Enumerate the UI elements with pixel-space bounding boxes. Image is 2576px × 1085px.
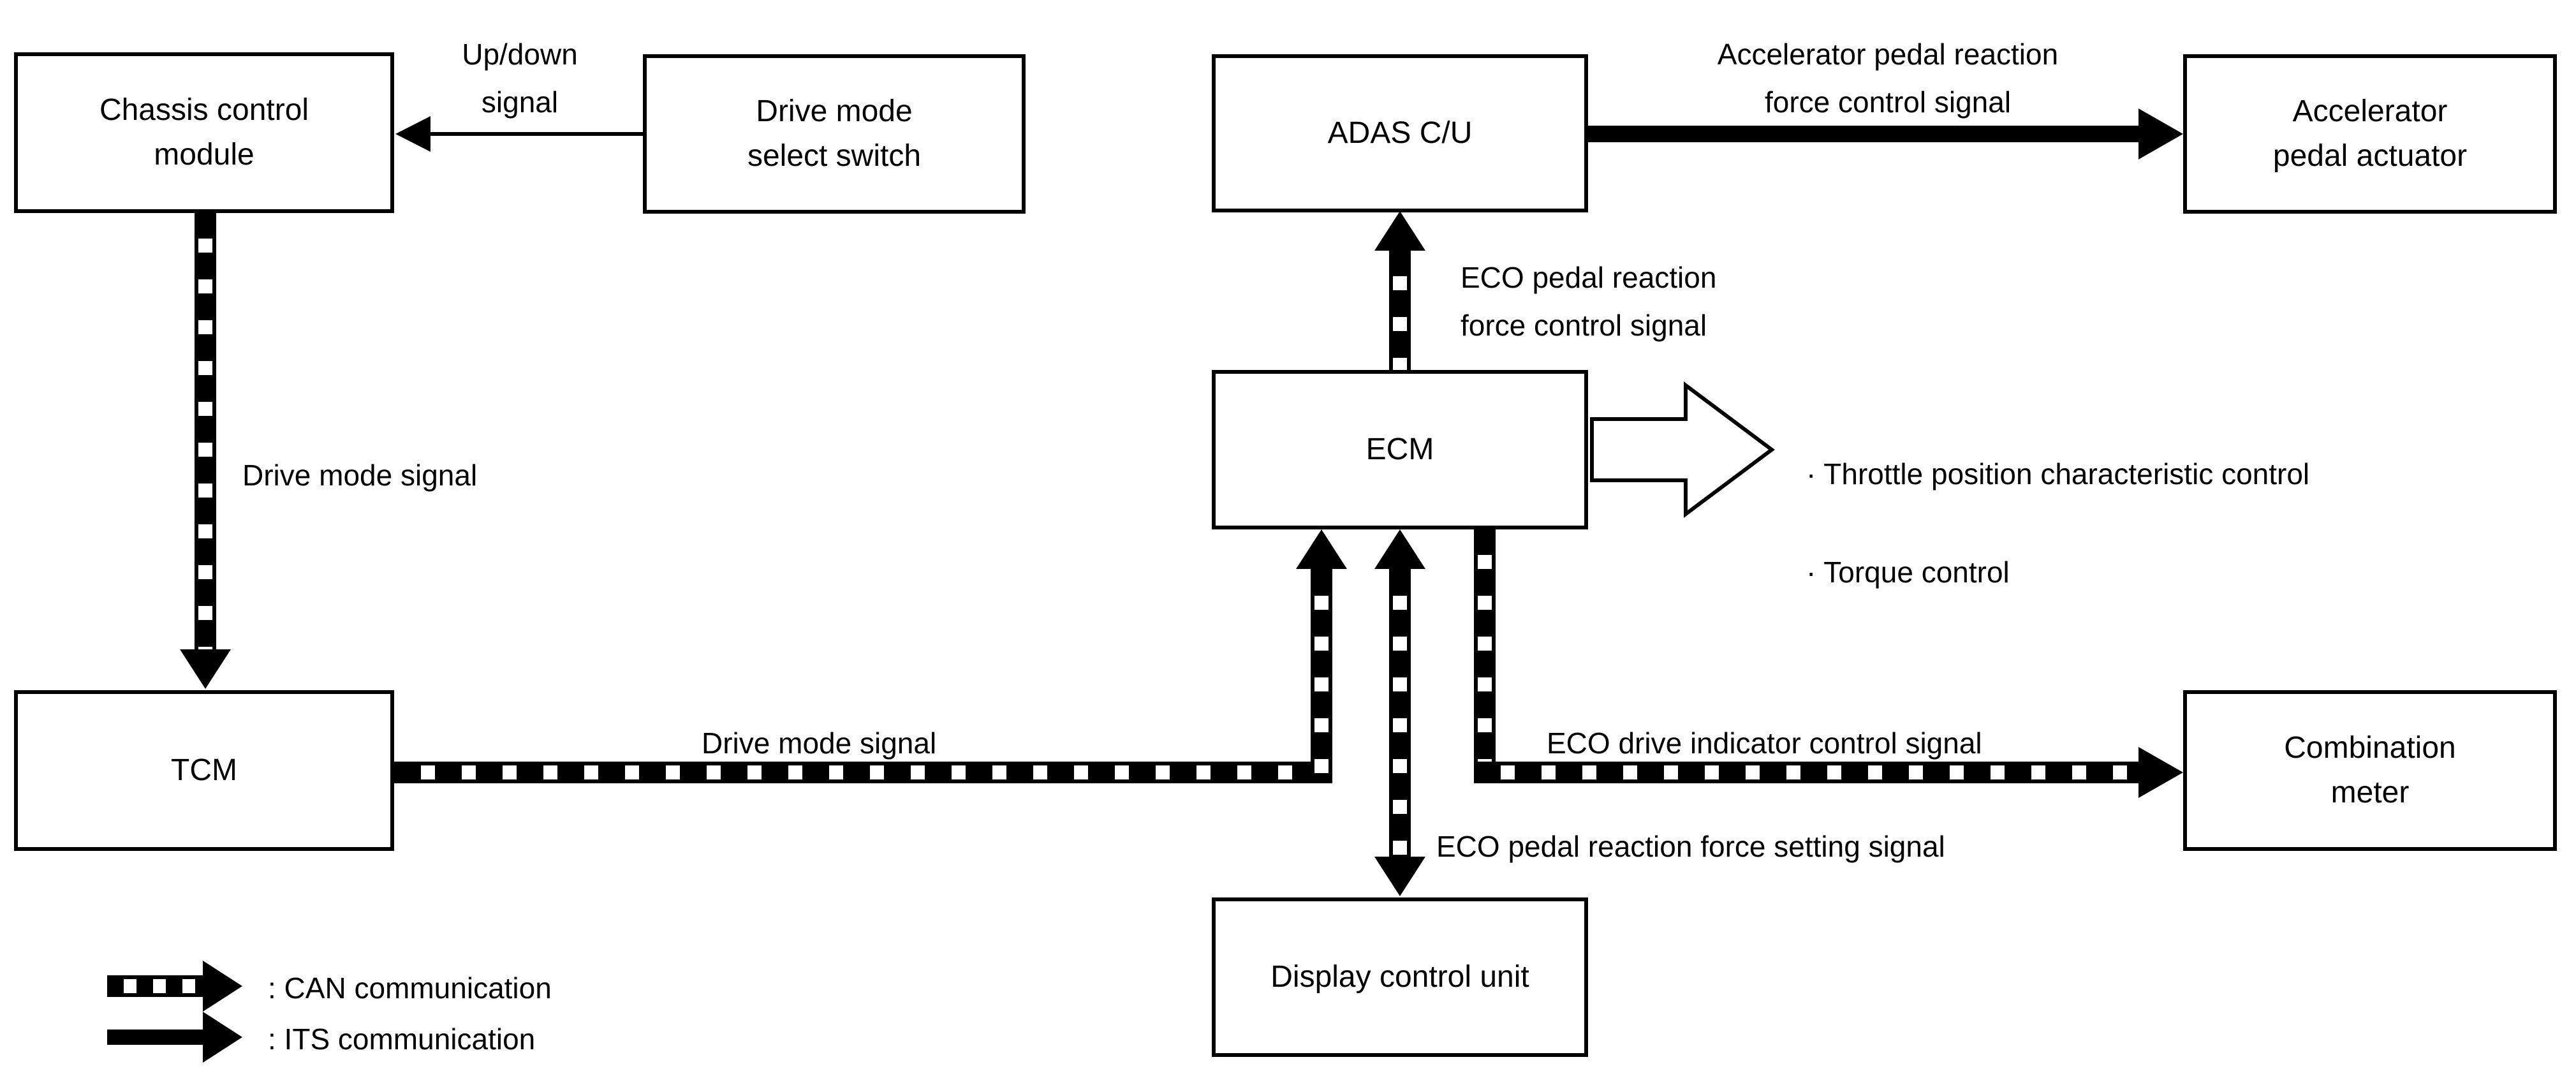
node-tcm: TCM [14, 690, 394, 851]
node-combination-meter-label: Combination meter [2284, 731, 2456, 809]
label-accel-pedal-reaction-force-control-signal: Accelerator pedal reaction force control… [1717, 38, 2059, 119]
node-combination-meter: Combination meter [2183, 690, 2557, 851]
node-drive-mode-select-switch-label: Drive mode select switch [747, 94, 922, 173]
label-up-down-signal: Up/down signal [462, 38, 578, 119]
ecm-function-torque: · Torque control [1806, 556, 2010, 589]
arrowhead-right-icon [203, 1012, 242, 1063]
node-tcm-label: TCM [171, 753, 237, 788]
node-display-control-unit: Display control unit [1212, 897, 1588, 1057]
label-eco-drive-indicator-control-signal: ECO drive indicator control signal [1547, 727, 1982, 760]
ecm-function-list: · Throttle position characteristic contr… [1806, 401, 2309, 646]
arrowhead-up-icon [1374, 211, 1425, 251]
label-eco-pedal-reaction-force-control-signal: ECO pedal reaction force control signal [1461, 261, 1717, 342]
block-arrow-icon [1590, 381, 1776, 518]
arrowhead-up-icon [1374, 529, 1425, 569]
arrowhead-up-icon [1296, 529, 1347, 569]
arrowhead-right-icon [203, 961, 242, 1012]
label-eco-pedal-reaction-force-setting-signal: ECO pedal reaction force setting signal [1436, 830, 1945, 863]
node-ecm-label: ECM [1365, 432, 1434, 467]
legend-its-arrow-icon [107, 1030, 203, 1045]
node-adas-cu: ADAS C/U [1212, 54, 1588, 212]
arrowhead-down-icon [1374, 857, 1425, 896]
node-accelerator-pedal-actuator-label: Accelerator pedal actuator [2272, 94, 2468, 173]
node-chassis-control-module-label: Chassis control module [99, 93, 309, 172]
arrowhead-left-icon [395, 116, 431, 152]
node-accelerator-pedal-actuator: Accelerator pedal actuator [2183, 54, 2557, 214]
node-display-control-unit-label: Display control unit [1270, 960, 1529, 994]
arrowhead-right-icon [2138, 108, 2183, 159]
legend-its-label: : ITS communication [268, 1022, 536, 1056]
node-adas-cu-label: ADAS C/U [1327, 116, 1473, 151]
node-ecm: ECM [1212, 370, 1588, 529]
ecm-function-throttle: · Throttle position characteristic contr… [1806, 457, 2310, 491]
legend-can-label: : CAN communication [268, 971, 552, 1005]
label-drive-mode-signal-horizontal: Drive mode signal [702, 727, 937, 760]
node-drive-mode-select-switch: Drive mode select switch [643, 54, 1026, 214]
label-drive-mode-signal-vertical: Drive mode signal [242, 459, 478, 492]
legend-can-arrow-icon [107, 975, 203, 997]
arrowhead-down-icon [180, 649, 231, 689]
arrowhead-right-icon [2138, 747, 2183, 798]
node-chassis-control-module: Chassis control module [14, 52, 394, 213]
